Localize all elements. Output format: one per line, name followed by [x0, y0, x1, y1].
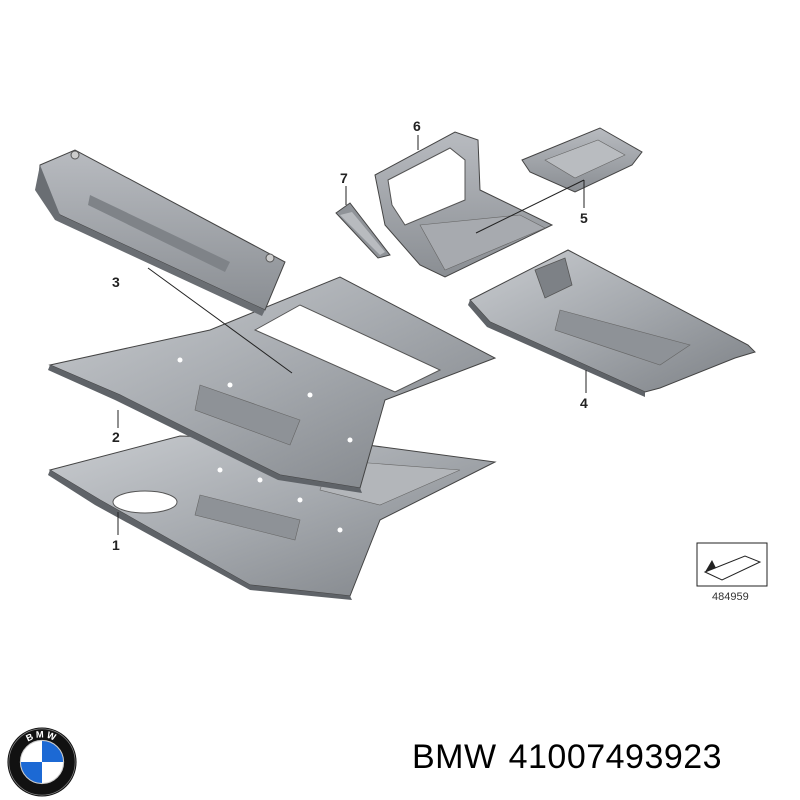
callout-6: 6: [413, 118, 421, 134]
part-2-floor-panel: [48, 276, 497, 493]
bmw-logo: BMW: [7, 727, 77, 797]
leader-lines: [117, 135, 587, 535]
reference-arrow-icon: [703, 555, 762, 581]
logo-text: BMW: [24, 729, 57, 743]
reference-number: 484959: [712, 591, 749, 603]
part-5-plate: [521, 127, 643, 193]
brand-name: BMW: [412, 738, 497, 776]
callout-2: 2: [112, 429, 120, 445]
reference-box: [696, 542, 768, 587]
part-6-seat-pan: [374, 131, 554, 278]
callout-5: 5: [580, 210, 588, 226]
callout-1: 1: [112, 537, 120, 553]
part-1-floor-panel: [48, 435, 497, 600]
callout-4: 4: [580, 395, 588, 411]
callout-3: 3: [112, 274, 120, 290]
part-4-rear-floor: [468, 249, 756, 397]
footer-label: BMW 41007493923: [412, 738, 722, 777]
svg-text:BMW: BMW: [24, 729, 59, 743]
part-3-crossmember: [35, 149, 286, 316]
part-7-bracket: [335, 202, 391, 259]
part-number: 41007493923: [508, 738, 723, 776]
callout-7: 7: [340, 170, 348, 186]
